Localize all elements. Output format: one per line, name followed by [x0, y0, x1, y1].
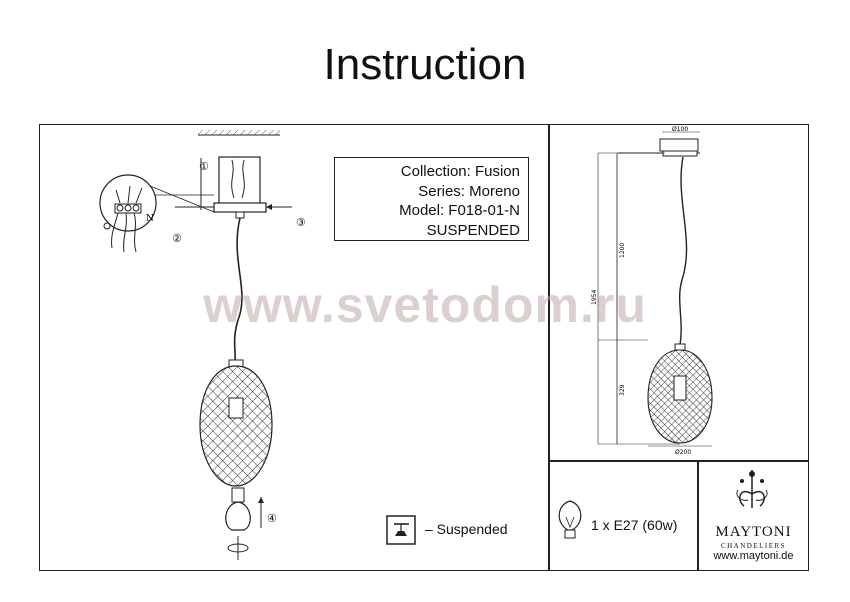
divider-horizontal: [548, 460, 809, 462]
dimension-canopy-width: Ø100: [672, 126, 688, 133]
bulb-install: [225, 487, 264, 560]
product-info-box: Collection: Fusion Series: Moreno Model:…: [334, 157, 529, 241]
dimension-cord-length: 1200: [619, 243, 626, 258]
instruction-frame: [39, 124, 809, 571]
shade: [199, 359, 273, 487]
watermark: www.svetodom.ru: [203, 277, 647, 333]
page-title: Instruction: [323, 40, 527, 89]
dimension-shade-height: 329: [619, 384, 626, 396]
mount-type-text: SUSPENDED: [426, 221, 520, 239]
step-4-marker: ④: [267, 512, 277, 525]
brand-url[interactable]: www.maytoni.de: [713, 550, 794, 562]
bulb-spec: 1 x E27 (60w): [591, 517, 678, 533]
step-2-marker: ②: [172, 232, 182, 245]
wiring-neutral-label: N: [146, 214, 154, 224]
maytoni-logo-icon: [736, 470, 768, 508]
divider-brand: [697, 460, 699, 571]
wiring-detail: N: [99, 174, 157, 253]
model-text: Model: F018-01-N: [399, 202, 520, 219]
dimension-total-height: 1954: [591, 290, 598, 305]
ceiling-hatch: [198, 130, 280, 136]
dimension-shade-width: Ø200: [675, 449, 691, 456]
bulb-icon: [558, 500, 582, 539]
step-1-marker: ①: [199, 160, 209, 173]
series-text: Series: Moreno: [418, 182, 520, 200]
canopy: [213, 156, 267, 219]
cord: [233, 217, 243, 363]
dimension-drawing: Ø100 Ø200 1954 1200 329: [591, 126, 713, 456]
step-3-marker: ③: [296, 216, 306, 229]
brand-name: MAYTONI: [715, 524, 792, 540]
suspended-icon: [386, 515, 416, 545]
brand-subtitle: CHANDELIERS: [720, 542, 787, 550]
suspended-label: – Suspended: [425, 521, 508, 537]
divider-vertical: [548, 124, 550, 571]
collection-text: Collection: Fusion: [400, 163, 520, 180]
